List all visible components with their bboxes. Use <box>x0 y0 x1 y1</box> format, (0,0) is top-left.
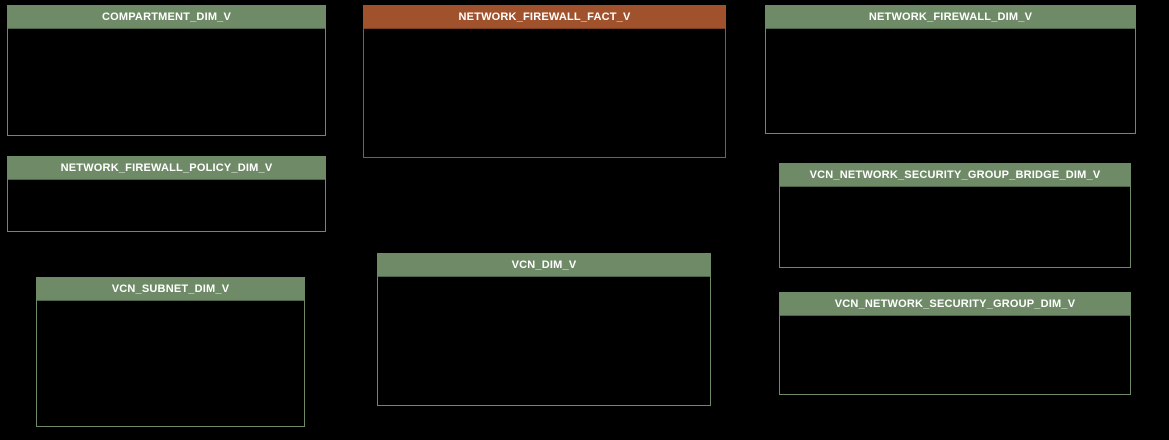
entity-attribute-list <box>766 29 1135 133</box>
entity-title: COMPARTMENT_DIM_V <box>8 6 325 29</box>
entity-vcn-network-security-group-bridge-dim-v[interactable]: VCN_NETWORK_SECURITY_GROUP_BRIDGE_DIM_V <box>779 163 1131 268</box>
entity-vcn-network-security-group-dim-v[interactable]: VCN_NETWORK_SECURITY_GROUP_DIM_V <box>779 292 1131 395</box>
entity-title: VCN_SUBNET_DIM_V <box>37 278 304 301</box>
entity-attribute-list <box>364 29 725 157</box>
entity-compartment-dim-v[interactable]: COMPARTMENT_DIM_V <box>7 5 326 136</box>
entity-attribute-list <box>780 316 1130 394</box>
entity-attribute-list <box>8 29 325 135</box>
entity-title: VCN_NETWORK_SECURITY_GROUP_BRIDGE_DIM_V <box>780 164 1130 187</box>
entity-title: VCN_NETWORK_SECURITY_GROUP_DIM_V <box>780 293 1130 316</box>
entity-attribute-list <box>378 277 710 405</box>
entity-attribute-list <box>8 180 325 231</box>
entity-title: NETWORK_FIREWALL_FACT_V <box>364 6 725 29</box>
entity-title: NETWORK_FIREWALL_POLICY_DIM_V <box>8 157 325 180</box>
entity-network-firewall-dim-v[interactable]: NETWORK_FIREWALL_DIM_V <box>765 5 1136 134</box>
entity-title: NETWORK_FIREWALL_DIM_V <box>766 6 1135 29</box>
entity-network-firewall-fact-v[interactable]: NETWORK_FIREWALL_FACT_V <box>363 5 726 158</box>
entity-network-firewall-policy-dim-v[interactable]: NETWORK_FIREWALL_POLICY_DIM_V <box>7 156 326 232</box>
entity-title: VCN_DIM_V <box>378 254 710 277</box>
entity-vcn-dim-v[interactable]: VCN_DIM_V <box>377 253 711 406</box>
entity-vcn-subnet-dim-v[interactable]: VCN_SUBNET_DIM_V <box>36 277 305 427</box>
entity-attribute-list <box>780 187 1130 267</box>
entity-attribute-list <box>37 301 304 426</box>
